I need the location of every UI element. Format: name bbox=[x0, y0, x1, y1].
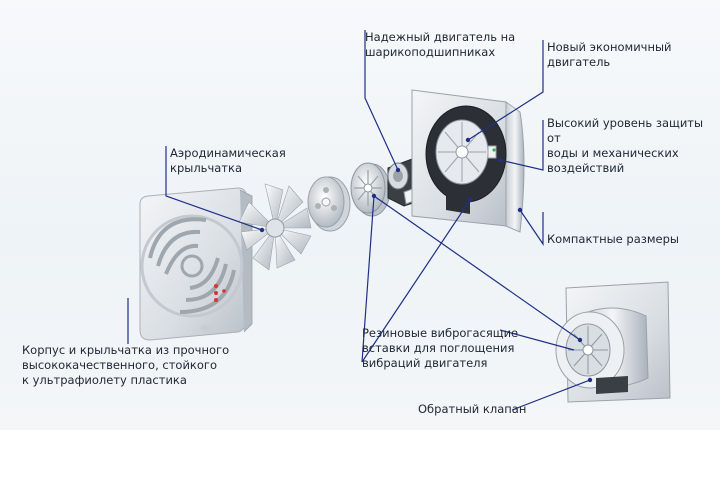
leader-check-valve bbox=[511, 379, 591, 411]
leader-rubber-a bbox=[361, 195, 375, 363]
label-rubber-inserts: Резиновые виброгасящие вставки для погло… bbox=[362, 326, 519, 370]
leader-new-motor bbox=[467, 40, 544, 141]
label-protection: Высокий уровень защиты от воды и механич… bbox=[547, 116, 704, 175]
label-reliable-motor: Надежный двигатель на шарикоподшипниках bbox=[365, 30, 516, 59]
indicator-lights bbox=[214, 284, 226, 302]
assembled-fan bbox=[555, 281, 671, 403]
motor-assembly bbox=[411, 89, 525, 233]
impeller bbox=[238, 183, 312, 271]
label-compact: Компактные размеры bbox=[547, 232, 680, 246]
leader-dots bbox=[259, 137, 593, 383]
label-aero-impeller: Аэродинамическая крыльчатка bbox=[170, 146, 286, 175]
label-housing: Корпус и крыльчатка из прочного высокока… bbox=[22, 343, 230, 387]
housing-panel bbox=[139, 187, 253, 341]
label-check-valve: Обратный клапан bbox=[418, 402, 527, 416]
rubber-disc bbox=[350, 162, 391, 217]
leader-lines bbox=[127, 30, 591, 411]
leader-rubber-b bbox=[361, 199, 471, 363]
leader-rubber-c bbox=[499, 329, 575, 351]
leader-protection bbox=[499, 120, 544, 171]
fan-diagram-scene: Надежный двигатель на шарикоподшипниках … bbox=[0, 0, 720, 430]
leader-aero-impeller bbox=[165, 146, 263, 231]
label-new-motor: Новый экономичный двигатель bbox=[547, 40, 672, 69]
leader-rubber-d bbox=[373, 195, 581, 341]
fan-illustration bbox=[127, 30, 671, 411]
leader-reliable-motor bbox=[364, 30, 399, 171]
leader-compact bbox=[519, 209, 544, 246]
spacer-disc bbox=[307, 176, 351, 232]
